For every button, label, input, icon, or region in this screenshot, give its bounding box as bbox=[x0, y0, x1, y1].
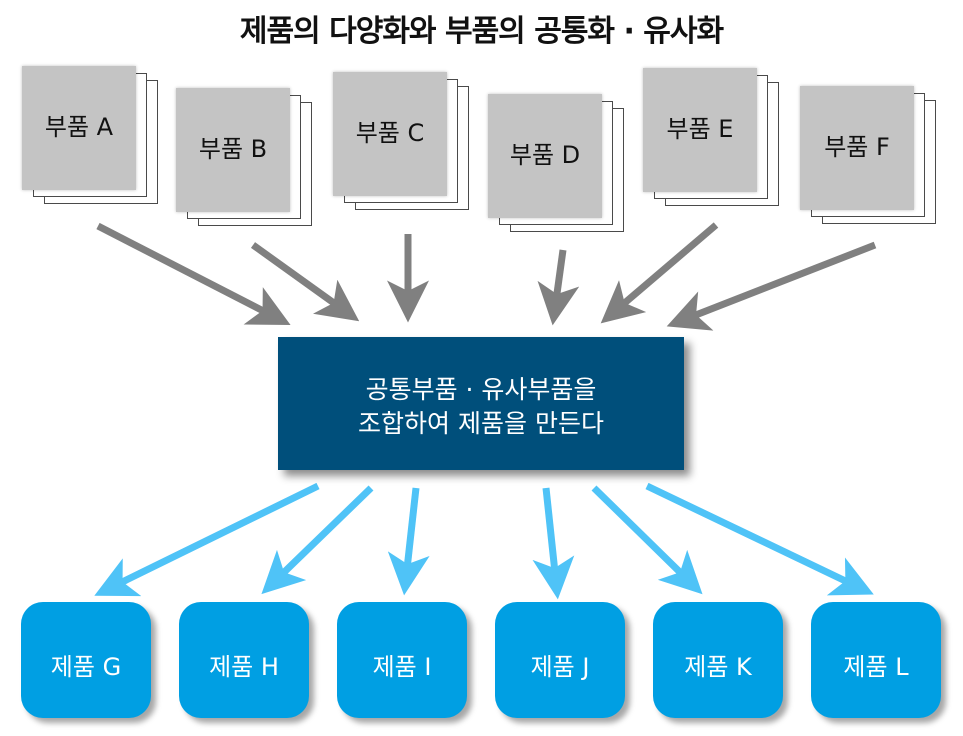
part-card-d: 부품 D bbox=[488, 94, 624, 232]
part-label: 부품 A bbox=[44, 113, 114, 141]
product-label: 제품 H bbox=[209, 653, 279, 681]
assembly-text-line2: 조합하여 제품을 만든다 bbox=[358, 409, 604, 438]
product-label: 제품 G bbox=[50, 653, 122, 681]
diagram-title: 제품의 다양화와 부품의 공통화 · 유사화 bbox=[239, 14, 724, 49]
part-card-front: 부품 D bbox=[488, 94, 602, 218]
product-box-k: 제품 K bbox=[653, 602, 783, 718]
arrow-part-e bbox=[600, 222, 719, 324]
part-card-b: 부품 B bbox=[176, 88, 312, 226]
incoming-arrows bbox=[96, 222, 877, 331]
part-card-e: 부품 E bbox=[643, 68, 779, 206]
product-box-j: 제품 J bbox=[495, 602, 625, 718]
arrow-product-l bbox=[645, 482, 874, 596]
assembly-box: 공통부품 · 유사부품을 조합하여 제품을 만든다 bbox=[278, 337, 684, 470]
arrow-product-g bbox=[94, 482, 320, 597]
part-card-front: 부품 B bbox=[176, 88, 290, 212]
part-card-front: 부품 E bbox=[643, 68, 757, 192]
part-card-a: 부품 A bbox=[22, 66, 158, 204]
arrow-product-i bbox=[387, 487, 430, 596]
arrow-part-a bbox=[96, 222, 291, 326]
assembly-text-line1: 공통부품 · 유사부품을 bbox=[365, 375, 597, 404]
part-label: 부품 E bbox=[666, 115, 734, 143]
arrow-part-b bbox=[250, 242, 360, 322]
arrow-part-d bbox=[537, 249, 580, 326]
part-label: 부품 F bbox=[824, 133, 890, 161]
arrow-product-k bbox=[591, 485, 703, 595]
product-box-l: 제품 L bbox=[811, 602, 941, 718]
part-label: 부품 C bbox=[355, 119, 425, 147]
part-card-front: 부품 C bbox=[333, 72, 447, 196]
part-label: 부품 D bbox=[509, 141, 581, 169]
part-card-front: 부품 A bbox=[22, 66, 136, 190]
part-card-front: 부품 F bbox=[800, 86, 914, 210]
product-label: 제품 L bbox=[843, 653, 909, 681]
product-box-i: 제품 I bbox=[337, 602, 467, 718]
product-box-h: 제품 H bbox=[179, 602, 309, 718]
arrow-product-h bbox=[261, 485, 374, 595]
product-label: 제품 K bbox=[684, 653, 752, 681]
product-label: 제품 I bbox=[372, 653, 432, 681]
part-card-f: 부품 F bbox=[800, 86, 936, 224]
arrow-product-j bbox=[532, 487, 575, 600]
outgoing-arrows bbox=[94, 482, 874, 600]
product-label: 제품 J bbox=[530, 653, 590, 681]
product-box-g: 제품 G bbox=[21, 602, 151, 718]
arrow-part-f bbox=[666, 241, 877, 331]
part-label: 부품 B bbox=[198, 135, 268, 163]
part-card-c: 부품 C bbox=[333, 72, 469, 210]
